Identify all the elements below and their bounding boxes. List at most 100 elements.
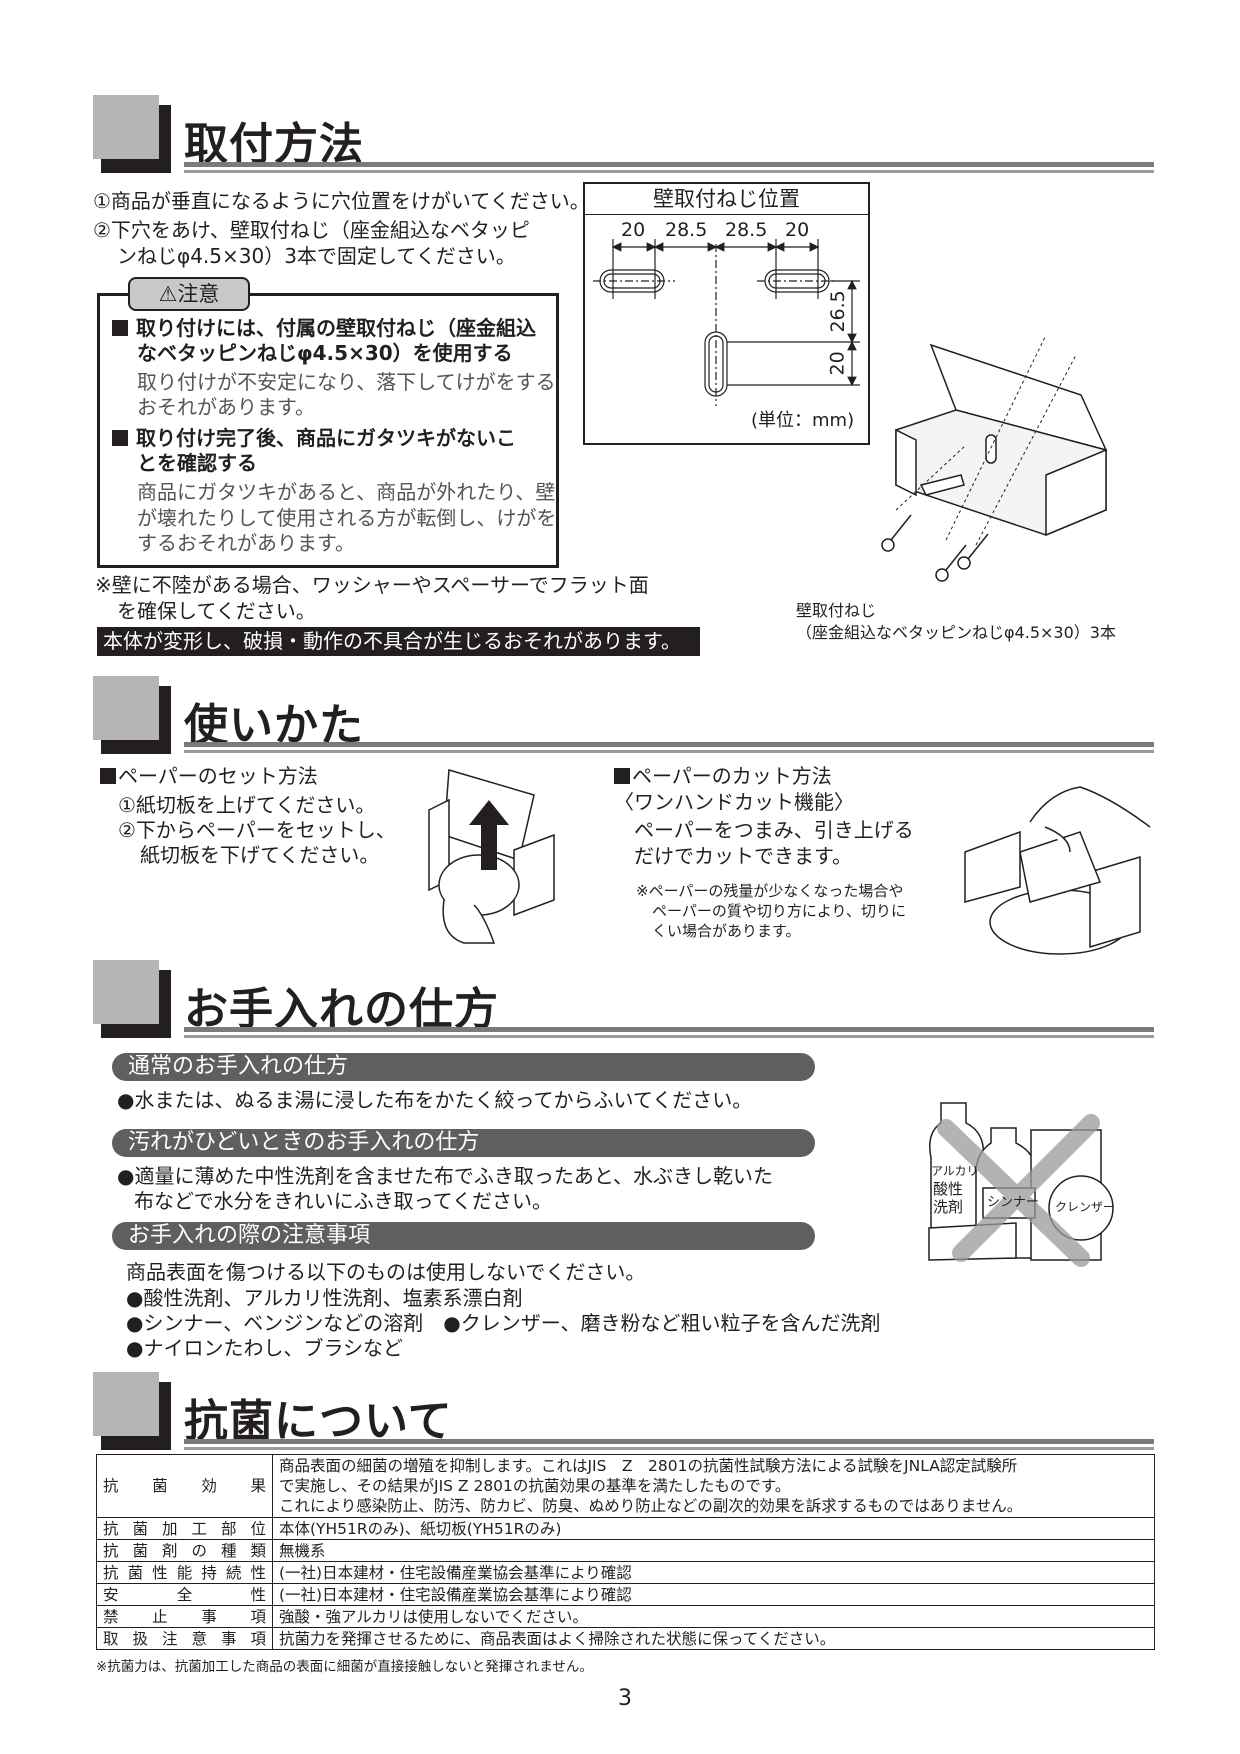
install-step-2-cont: ンねじφ4.5×30）3本で固定してください。: [117, 244, 516, 268]
row-label: 禁止事項: [96, 1605, 273, 1628]
label-detergent: 洗剤: [933, 1198, 964, 1216]
paper-cut-note-cont: ペーパーの質や切り方により、切りに: [652, 902, 906, 920]
row-value: (一社)日本建材・住宅設備産業協会基準により確認: [272, 1583, 1155, 1606]
row-value: (一社)日本建材・住宅設備産業協会基準により確認: [272, 1561, 1155, 1584]
screw-slot-drawing: [593, 239, 860, 406]
caution-item-1-body-cont: おそれがあります。: [137, 395, 315, 419]
screw-spec-label: （座金組込なベタッピンねじφ4.5×30）3本: [796, 623, 1116, 642]
caution-item-1-heading-cont: なベタッピンねじφ4.5×30）を使用する: [137, 341, 513, 365]
dim-h-2: 28.5: [665, 219, 708, 241]
row-label: 抗菌加工部位: [96, 1517, 273, 1540]
table-row: 抗菌剤の種類無機系: [96, 1539, 1155, 1562]
prohibited-cleaners-illustration: アルカリ 酸性 洗剤 シンナー クレンザー: [921, 1078, 1126, 1268]
dim-h-4: 20: [785, 219, 810, 241]
caution-item-2-body: 商品にガタツキがあると、商品が外れたり、壁: [137, 480, 556, 504]
row-label: 取扱注意事項: [96, 1627, 273, 1650]
flatness-note-cont: を確保してください。: [117, 599, 316, 623]
holder-installation-illustration: [881, 335, 1108, 582]
care-normal-heading: 通常のお手入れの仕方: [112, 1053, 815, 1081]
section-marker: [93, 676, 171, 754]
dim-h-3: 28.5: [725, 219, 768, 241]
section-marker: [93, 1372, 171, 1450]
table-row: 抗菌効果 商品表面の細菌の増殖を抑制します。これはJIS Z 2801の抗菌性試…: [96, 1454, 1155, 1518]
table-row: 禁止事項強酸・強アルカリは使用しないでください。: [96, 1605, 1155, 1628]
paper-set-heading: ペーパーのセット方法: [100, 764, 318, 788]
row-value: 無機系: [272, 1539, 1155, 1562]
square-bullet-icon: [100, 768, 116, 784]
label-thinner: シンナー: [987, 1195, 1040, 1210]
paper-cut-body: ペーパーをつまみ、引き上げる: [634, 818, 914, 842]
care-heavy-heading: 汚れがひどいときのお手入れの仕方: [112, 1129, 815, 1157]
table-row: 取扱注意事項抗菌力を発揮させるために、商品表面はよく掃除された状態に保ってくださ…: [96, 1627, 1155, 1650]
caution-item-2-body-cont: が壊れたりして使用される方が転倒し、けがを: [137, 506, 557, 530]
paper-cut-note-cont2: くい場合があります。: [652, 922, 801, 940]
row-label: 抗菌剤の種類: [96, 1539, 273, 1562]
diagram-title: 壁取付ねじ位置: [585, 184, 868, 215]
paper-cut-body-cont: だけでカットできます。: [634, 844, 852, 868]
paper-cut-note: ※ペーパーの残量が少なくなった場合や: [636, 882, 904, 900]
section-title-install: 取付方法: [184, 119, 364, 170]
square-bullet-icon: [112, 320, 128, 336]
paper-set-step-2-cont: 紙切板を下げてください。: [140, 843, 380, 867]
section-marker: [93, 95, 171, 173]
install-step-2: ②下穴をあけ、壁取付ねじ（座金組込なベタッピ: [93, 218, 530, 242]
table-row: 抗菌性能持続性(一社)日本建材・住宅設備産業協会基準により確認: [96, 1561, 1155, 1584]
care-precaution-item: ●シンナー、ベンジンなどの溶剤 ●クレンザー、磨き粉など粗い粒子を含んだ洗剤: [126, 1311, 881, 1335]
paper-cut-heading: ペーパーのカット方法: [614, 764, 832, 788]
flatness-note: ※壁に不陸がある場合、ワッシャーやスペーサーでフラット面: [95, 573, 649, 597]
dim-h-1: 20: [621, 219, 646, 241]
prohibited-x-icon: [937, 1114, 1100, 1267]
care-precaution-item: ●酸性洗剤、アルカリ性洗剤、塩素系漂白剤: [126, 1286, 523, 1310]
paper-cut-illustration: [964, 786, 1151, 955]
section-rule: [184, 1027, 1154, 1041]
section-rule: [184, 742, 1154, 756]
screw-position-diagram: 壁取付ねじ位置 20 28.5 28.5 20 26.5: [583, 182, 870, 445]
row-value: 抗菌力を発揮させるために、商品表面はよく掃除された状態に保ってください。: [272, 1627, 1155, 1650]
caution-item-1-heading: 取り付けには、付属の壁取付ねじ（座金組込: [112, 316, 536, 340]
section-rule: [184, 162, 1154, 176]
caution-label: ⚠注意: [128, 277, 250, 311]
paper-cut-subheading: 〈ワンハンドカット機能〉: [614, 790, 854, 814]
install-step-1: ①商品が垂直になるように穴位置をけがいてください。: [93, 189, 590, 213]
caution-box: [97, 293, 559, 568]
deformation-warning-bar: 本体が変形し、破損・動作の不具合が生じるおそれがあります。: [97, 627, 700, 656]
section-title-antibacterial: 抗菌について: [184, 1396, 453, 1447]
label-alkali: アルカリ: [931, 1164, 979, 1178]
warning-triangle-icon: ⚠: [158, 282, 178, 306]
section-rule: [184, 1439, 1154, 1453]
row-value: 本体(YH51Rのみ)、紙切板(YH51Rのみ): [272, 1517, 1155, 1540]
care-heavy-body-cont: 布などで水分をきれいにふき取ってください。: [134, 1189, 552, 1213]
caution-item-2-heading: 取り付け完了後、商品にガタツキがないこ: [112, 426, 516, 450]
care-normal-body: ●水または、ぬるま湯に浸した布をかたく絞ってからふいてください。: [117, 1088, 753, 1112]
caution-item-2-heading-cont: とを確認する: [137, 451, 257, 475]
row-value: 商品表面の細菌の増殖を抑制します。これはJIS Z 2801の抗菌性試験方法によ…: [272, 1454, 1155, 1518]
row-label: 安全性: [96, 1583, 273, 1606]
square-bullet-icon: [614, 768, 630, 784]
antibacterial-table: 抗菌効果 商品表面の細菌の増殖を抑制します。これはJIS Z 2801の抗菌性試…: [96, 1454, 1155, 1650]
label-cleanser: クレンザー: [1055, 1200, 1116, 1214]
care-precautions-intro: 商品表面を傷つける以下のものは使用しないでください。: [126, 1260, 646, 1284]
antibacterial-footnote: ※抗菌力は、抗菌加工した商品の表面に細菌が直接接触しないと発揮されません。: [96, 1659, 593, 1675]
dim-v-1: 26.5: [826, 290, 849, 333]
section-title-care: お手入れの仕方: [184, 984, 499, 1035]
dim-v-2: 20: [826, 351, 849, 376]
caution-item-1-body: 取り付けが不安定になり、落下してけがをする: [137, 370, 556, 394]
row-label: 抗菌効果: [96, 1454, 273, 1518]
care-precaution-item: ●ナイロンたわし、ブラシなど: [126, 1336, 404, 1360]
screw-label: 壁取付ねじ: [796, 601, 877, 620]
table-row: 抗菌加工部位本体(YH51Rのみ)、紙切板(YH51Rのみ): [96, 1517, 1155, 1540]
page-number: 3: [618, 1686, 632, 1711]
row-label: 抗菌性能持続性: [96, 1561, 273, 1584]
paper-set-step-2: ②下からペーパーをセットし、: [118, 818, 396, 842]
caution-item-2-body-cont2: するおそれがあります。: [137, 531, 355, 555]
diagram-unit: (単位：mm): [751, 410, 855, 431]
square-bullet-icon: [112, 430, 128, 446]
paper-set-step-1: ①紙切板を上げてください。: [118, 793, 376, 817]
paper-set-illustration: [428, 769, 555, 944]
care-precautions-heading: お手入れの際の注意事項: [112, 1222, 815, 1250]
table-row: 安全性(一社)日本建材・住宅設備産業協会基準により確認: [96, 1583, 1155, 1606]
arrow-up-icon: [469, 800, 509, 870]
section-marker: [93, 960, 171, 1038]
label-acidic: 酸性: [933, 1180, 964, 1198]
care-heavy-body: ●適量に薄めた中性洗剤を含ませた布でふき取ったあと、水ぶきし乾いた: [117, 1164, 774, 1188]
